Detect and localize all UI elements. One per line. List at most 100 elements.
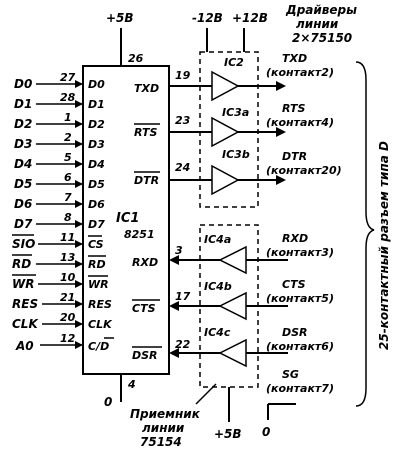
gate-label: IC4b bbox=[204, 280, 232, 293]
left-pin-num: 7 bbox=[64, 191, 72, 204]
conn-contact: (контакт6) bbox=[266, 340, 334, 353]
left-signal-9: RD 13 RD bbox=[12, 251, 106, 271]
left-signal-label: WR bbox=[12, 277, 34, 291]
left-pin-name: D2 bbox=[88, 118, 105, 131]
left-signal-label: CLK bbox=[12, 317, 39, 331]
left-pin-name: RD bbox=[88, 258, 106, 271]
left-signal-11: RES 21 RES bbox=[12, 291, 112, 311]
ic1-body bbox=[82, 65, 170, 375]
supply-plus12: +12В bbox=[232, 11, 268, 25]
left-pin-num: 21 bbox=[60, 291, 75, 304]
conn-signal-name: DSR bbox=[282, 326, 308, 339]
left-pin-name: D5 bbox=[88, 178, 105, 191]
gate-label: IC3a bbox=[222, 106, 249, 119]
left-pin-name: CLK bbox=[88, 318, 113, 331]
right-pin-dsr: DSR 22 bbox=[132, 338, 191, 362]
gate-label: IC3b bbox=[222, 148, 250, 161]
conn-dsr: DSR (контакт6) bbox=[266, 326, 334, 353]
left-signal-7: D7 8 D7 bbox=[14, 211, 105, 231]
receivers-pointer bbox=[195, 383, 217, 405]
left-pin-name: D6 bbox=[88, 198, 105, 211]
ic1-name: IC1 bbox=[116, 211, 139, 226]
conn-contact: (контакт5) bbox=[266, 292, 334, 305]
conn-sg: SG (контакт7) bbox=[266, 368, 334, 395]
driver-gate-ic2: IC2 bbox=[169, 56, 286, 102]
receivers-title-2: линии bbox=[142, 421, 185, 435]
left-signal-3: D3 2 D3 bbox=[14, 131, 105, 151]
left-pin-name: D4 bbox=[88, 158, 105, 171]
right-pin-name: RXD bbox=[132, 256, 158, 269]
right-pin-num: 23 bbox=[175, 114, 191, 127]
left-signal-5: D5 6 D5 bbox=[14, 171, 105, 191]
left-pin-num: 28 bbox=[60, 91, 76, 104]
right-pin-name: CTS bbox=[132, 302, 156, 315]
left-signal-label: D4 bbox=[14, 157, 32, 171]
left-signal-label: D0 bbox=[14, 77, 32, 91]
drivers-title-1: Драйверы bbox=[285, 3, 357, 17]
ground-right: 0 bbox=[262, 425, 270, 439]
right-pin-num: 22 bbox=[175, 338, 191, 351]
left-pin-name: D3 bbox=[88, 138, 105, 151]
drivers-title-3: 2×75150 bbox=[292, 31, 352, 45]
conn-cts: CTS (контакт5) bbox=[266, 278, 334, 305]
left-pin-num: 11 bbox=[60, 231, 75, 244]
left-pin-name: RES bbox=[88, 298, 112, 311]
conn-rxd: RXD (контакт3) bbox=[266, 232, 334, 259]
conn-contact: (контакт4) bbox=[266, 116, 334, 129]
conn-signal-name: CTS bbox=[282, 278, 306, 291]
left-pin-num: 12 bbox=[60, 332, 76, 345]
supply-plus5-top: +5В bbox=[106, 11, 134, 25]
right-pin-name: DSR bbox=[132, 349, 158, 362]
left-pin-name: D0 bbox=[88, 78, 105, 91]
receiver-gate-ic4b: IC4b bbox=[169, 280, 288, 321]
left-pin-num: 13 bbox=[60, 251, 76, 264]
conn-signal-name: DTR bbox=[282, 150, 307, 163]
left-signal-1: D1 28 D1 bbox=[14, 91, 105, 111]
left-pin-name: WR bbox=[88, 278, 109, 291]
conn-contact: (контакт2) bbox=[266, 66, 334, 79]
left-pin-name: D7 bbox=[88, 218, 105, 231]
left-signal-label: D3 bbox=[14, 137, 32, 151]
receiver-gate-ic4c: IC4c bbox=[169, 326, 288, 368]
left-signal-label: D7 bbox=[14, 217, 33, 231]
left-signal-13: A0 12 C/D bbox=[15, 332, 114, 353]
left-signal-label: RD bbox=[12, 257, 31, 271]
right-pin-name: RTS bbox=[134, 126, 157, 139]
drivers-title-2: линии bbox=[296, 17, 339, 31]
left-signal-0: D0 27 D0 bbox=[14, 71, 105, 91]
left-pin-num: 2 bbox=[64, 131, 72, 144]
conn-txd: TXD (контакт2) bbox=[266, 52, 334, 79]
left-signal-label: D1 bbox=[14, 97, 32, 111]
left-pin-name: CS bbox=[88, 238, 104, 251]
left-pin-num: 10 bbox=[60, 271, 76, 284]
pin-num-bottom: 4 bbox=[127, 378, 136, 391]
conn-signal-name: RTS bbox=[282, 102, 305, 115]
conn-contact: (контакт7) bbox=[266, 382, 334, 395]
left-signal-10: WR 10 WR bbox=[12, 271, 109, 291]
pin-num-top: 26 bbox=[128, 52, 144, 65]
left-signal-label: A0 bbox=[15, 339, 34, 353]
gate-label: IC2 bbox=[224, 56, 244, 69]
receivers-title-1: Приемник bbox=[130, 407, 201, 421]
gate-label: IC4a bbox=[204, 233, 231, 246]
left-signal-6: D6 7 D6 bbox=[14, 191, 105, 211]
right-pin-num: 24 bbox=[175, 161, 190, 174]
right-pin-num: 17 bbox=[175, 290, 191, 303]
supply-plus5-bottom: +5В bbox=[214, 427, 242, 441]
left-pin-name: C/D bbox=[88, 340, 109, 353]
right-pin-rxd: RXD 3 bbox=[132, 244, 183, 269]
left-signal-label: SIO bbox=[12, 237, 35, 251]
left-pin-num: 8 bbox=[64, 211, 72, 224]
right-pin-num: 19 bbox=[175, 69, 191, 82]
right-pin-name: DTR bbox=[134, 174, 159, 187]
conn-signal-name: SG bbox=[282, 368, 299, 381]
left-signal-2: D2 1 D2 bbox=[14, 111, 105, 131]
left-pin-num: 5 bbox=[64, 151, 72, 164]
receivers-title-3: 75154 bbox=[140, 435, 182, 449]
right-pin-name: TXD bbox=[134, 82, 159, 95]
conn-signal-name: RXD bbox=[282, 232, 308, 245]
left-signal-label: D6 bbox=[14, 197, 32, 211]
conn-dtr: DTR (контакт20) bbox=[266, 150, 342, 177]
left-pin-num: 27 bbox=[60, 71, 76, 84]
right-pin-txd: TXD 19 bbox=[134, 69, 191, 95]
